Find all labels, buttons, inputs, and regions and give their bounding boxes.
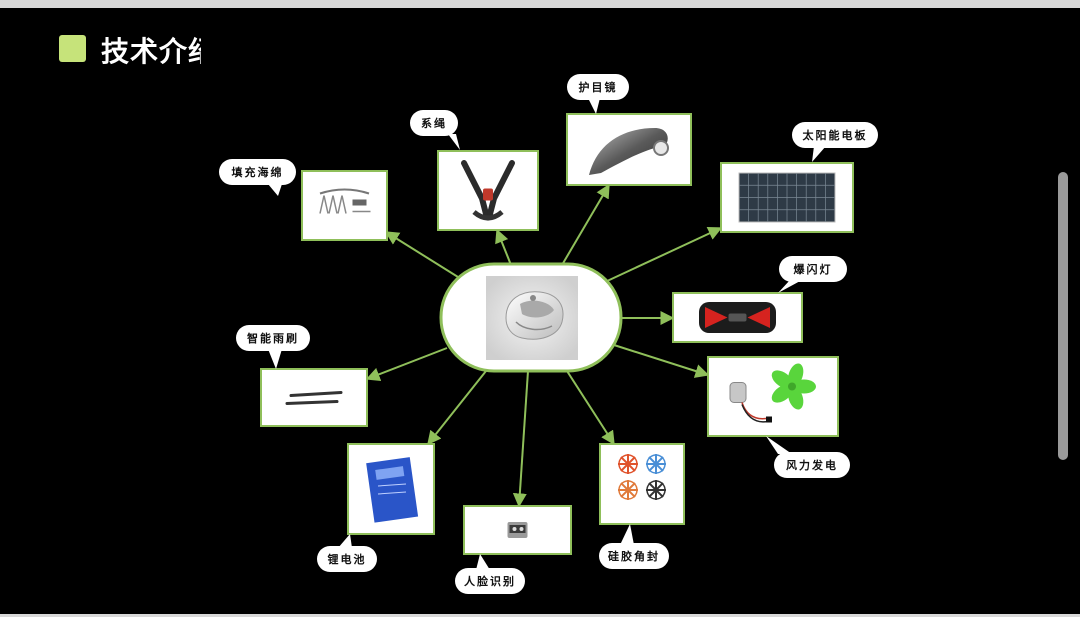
label-bubble-belt: 系绳 xyxy=(410,110,460,150)
strap-icon xyxy=(461,160,515,221)
connector-lines xyxy=(365,183,723,508)
label-bubble-light-strip: 填充海绵 xyxy=(219,159,296,196)
node-wind: 风力发电 xyxy=(707,356,850,478)
node-goggles: 护目镜 xyxy=(566,74,692,186)
label-flash: 爆闪灯 xyxy=(794,262,833,276)
battery-icon xyxy=(366,457,419,523)
node-face: 人脸识别 xyxy=(455,505,572,594)
node-belt: 系绳 xyxy=(410,110,539,231)
connector-wind xyxy=(613,344,710,378)
connector-wiper xyxy=(365,347,448,381)
node-wiper: 智能雨刷 xyxy=(236,325,368,427)
label-wiper: 智能雨刷 xyxy=(247,331,299,345)
title-bullet-square xyxy=(59,35,86,62)
center-node xyxy=(439,262,623,373)
node-flash: 爆闪灯 xyxy=(672,256,847,343)
bottom-frame-strip xyxy=(0,614,1080,617)
label-solar: 太阳能电板 xyxy=(802,128,868,142)
connector-face xyxy=(512,370,529,508)
node-light-strip: 填充海绵 xyxy=(219,159,388,241)
label-belt: 系绳 xyxy=(421,116,447,130)
connector-silicone xyxy=(566,370,615,446)
connector-belt xyxy=(495,228,512,266)
label-bubble-battery: 锂电池 xyxy=(317,534,377,572)
label-silicone: 硅胶角封 xyxy=(608,549,660,563)
solar-panel-icon xyxy=(738,172,836,223)
label-goggles: 护目镜 xyxy=(579,80,618,94)
label-bubble-wiper: 智能雨刷 xyxy=(236,325,310,369)
slide-title: 技术介绍 xyxy=(101,35,201,68)
flash-light-icon xyxy=(699,302,776,333)
wind-turbine-icon xyxy=(729,363,816,423)
label-bubble-silicone: 硅胶角封 xyxy=(599,524,669,569)
label-face: 人脸识别 xyxy=(464,574,516,588)
vertical-scrollbar[interactable] xyxy=(1058,172,1068,460)
silicone-seal-icon xyxy=(618,454,666,500)
label-light-strip: 填充海绵 xyxy=(232,165,284,179)
label-bubble-solar: 太阳能电板 xyxy=(792,122,878,162)
node-solar: 太阳能电板 xyxy=(720,122,878,233)
connector-battery xyxy=(427,370,487,446)
visor-icon xyxy=(589,128,669,175)
connector-light-strip xyxy=(384,231,459,278)
label-wind: 风力发电 xyxy=(786,458,838,472)
top-frame-strip xyxy=(0,0,1080,8)
headband-icon xyxy=(319,188,371,214)
title-clip: 技术介绍 xyxy=(101,30,201,74)
node-silicone: 硅胶角封 xyxy=(599,443,685,569)
face-camera-icon xyxy=(507,522,528,538)
wiper-icon xyxy=(285,391,343,405)
label-bubble-wind: 风力发电 xyxy=(766,436,850,478)
label-bubble-face: 人脸识别 xyxy=(455,554,525,594)
connector-solar xyxy=(604,226,723,283)
node-battery: 锂电池 xyxy=(317,443,435,572)
connector-goggles xyxy=(561,183,610,266)
label-battery: 锂电池 xyxy=(328,552,367,566)
label-bubble-goggles: 护目镜 xyxy=(567,74,629,114)
label-bubble-flash: 爆闪灯 xyxy=(778,256,847,293)
helmet-model-icon xyxy=(505,291,564,340)
